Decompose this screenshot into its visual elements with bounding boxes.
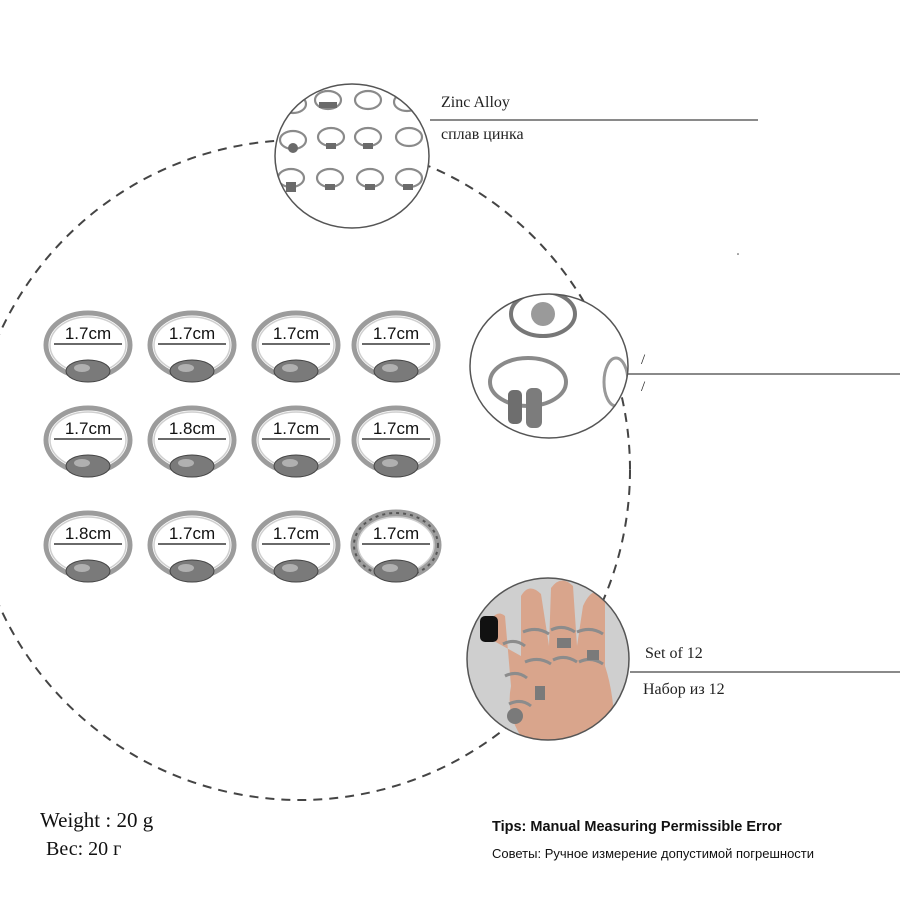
ring-ornament-turtle xyxy=(273,559,319,583)
ring-ornament-shine xyxy=(282,364,298,372)
ring-ornament-shine xyxy=(178,364,194,372)
ring-item: 1.7cm xyxy=(251,405,341,478)
ring-size-label: 1.7cm xyxy=(65,419,111,438)
ring-ornament-elephant xyxy=(273,454,319,478)
weight-label-en: Weight : 20 g xyxy=(40,808,154,832)
ring-size-label: 1.7cm xyxy=(273,419,319,438)
ring-size-label: 1.8cm xyxy=(65,524,111,543)
tips-label-ru: Советы: Ручное измерение допустимой погр… xyxy=(492,846,815,861)
ring-ornament-fern-leaf xyxy=(273,359,319,383)
ring-ornament-twisted-rope-camel xyxy=(373,559,419,583)
material-label-ru: сплав цинка xyxy=(441,126,524,143)
ring-ornament-bear xyxy=(373,359,419,383)
ring-ornament-shine xyxy=(382,459,398,467)
ring-item: 1.7cm xyxy=(350,509,442,583)
ring-size-label: 1.7cm xyxy=(373,524,419,543)
ring-ornament-shine xyxy=(382,564,398,572)
ring-ornament-shine xyxy=(282,459,298,467)
ring-item: 1.7cm xyxy=(147,510,237,583)
set-label-en: Set of 12 xyxy=(645,645,703,662)
ring-ornament-shine xyxy=(74,564,90,572)
ring-detail-label-2: / xyxy=(641,379,646,395)
ring-item: 1.7cm xyxy=(147,310,237,383)
material-callout-circle xyxy=(274,83,430,229)
ring-size-label: 1.7cm xyxy=(65,324,111,343)
ring-item: 1.7cm xyxy=(251,510,341,583)
ring-size-label: 1.7cm xyxy=(373,419,419,438)
ring-size-label: 1.7cm xyxy=(273,524,319,543)
ring-ornament-shine xyxy=(74,459,90,467)
ring-ornament-leaf-crown xyxy=(169,359,215,383)
ring-detail-label-1: / xyxy=(641,352,646,368)
ring-ornament-compass-disc xyxy=(65,454,111,478)
ring-item: 1.7cm xyxy=(43,310,133,383)
set-label-ru: Набор из 12 xyxy=(643,681,725,698)
ring-ornament-shine xyxy=(178,459,194,467)
ring-item: 1.7cm xyxy=(351,405,441,478)
ring-item: 1.7cm xyxy=(43,405,133,478)
ring-ornament-double-arrow xyxy=(169,454,215,478)
ring-size-label: 1.7cm xyxy=(373,324,419,343)
material-label-en: Zinc Alloy xyxy=(441,94,510,111)
ring-ornament-heart-filigree xyxy=(65,359,111,383)
ring-size-label: 1.7cm xyxy=(169,324,215,343)
weight-label-ru: Вес: 20 г xyxy=(46,838,122,860)
ring-size-label: 1.7cm xyxy=(273,324,319,343)
hand-photo-callout-circle xyxy=(466,577,630,741)
ring-size-label: 1.8cm xyxy=(169,419,215,438)
ring-item: 1.7cm xyxy=(251,310,341,383)
ring-ornament-shine xyxy=(178,564,194,572)
tips-label-en: Tips: Manual Measuring Permissible Error xyxy=(492,819,782,835)
ring-ornament-shine xyxy=(74,364,90,372)
ring-item: 1.8cm xyxy=(43,510,133,583)
ring-ornament-shine xyxy=(282,564,298,572)
ring-size-label: 1.7cm xyxy=(169,524,215,543)
ring-item: 1.8cm xyxy=(147,405,237,478)
ring-ornament-feather xyxy=(373,454,419,478)
stray-dot xyxy=(737,253,739,255)
ring-detail-callout-circle xyxy=(469,293,629,439)
ring-ornament-cactus xyxy=(65,559,111,583)
ring-ornament-shine xyxy=(382,364,398,372)
ring-item: 1.7cm xyxy=(351,310,441,383)
ring-ornament-dolphin xyxy=(169,559,215,583)
